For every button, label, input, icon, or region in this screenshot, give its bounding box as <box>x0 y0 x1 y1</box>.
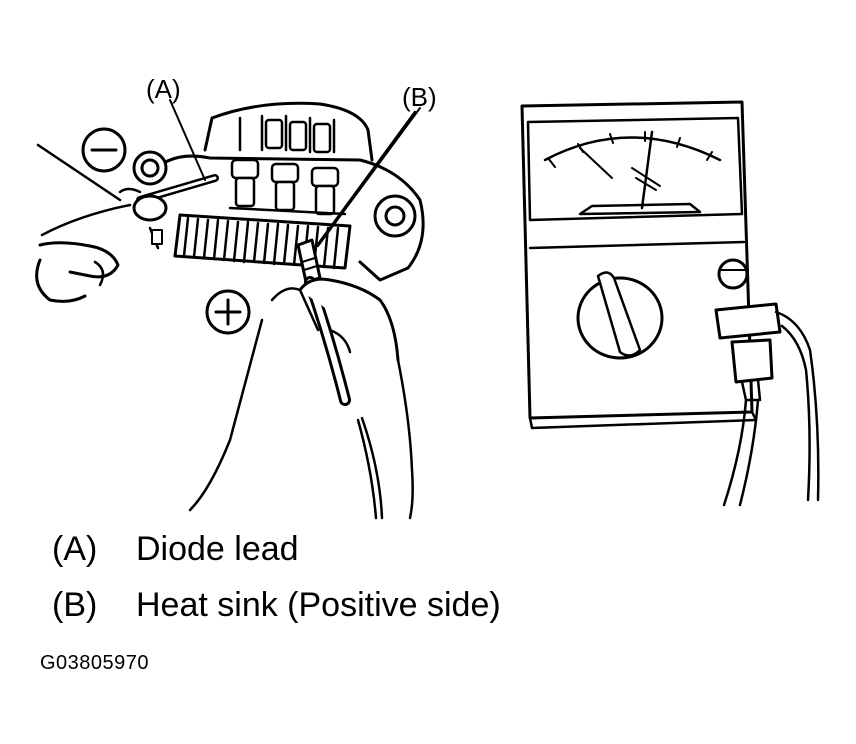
meter-needle <box>640 130 654 210</box>
callout-a-label: (A) <box>146 74 181 104</box>
plus-sign-icon <box>205 289 251 335</box>
minus-sign-icon <box>81 127 127 173</box>
legend-item-heat-sink: (B) Heat sink (Positive side) <box>52 588 501 622</box>
callout-a-leader <box>169 99 206 181</box>
legend-text: Heat sink (Positive side) <box>136 586 501 624</box>
analog-multimeter <box>520 100 820 507</box>
callout-b-label: (B) <box>402 82 437 112</box>
legend-key: (A) <box>52 530 98 568</box>
illustration <box>35 99 820 520</box>
rectifier-assembly <box>132 101 425 282</box>
right-hand-probe <box>188 110 417 520</box>
callout-b-leader <box>317 107 421 247</box>
legend-item-diode-lead: (A) Diode lead <box>52 532 299 566</box>
legend-key: (B) <box>52 586 98 624</box>
legend-text: Diode lead <box>136 530 299 568</box>
figure-id: G03805970 <box>40 652 150 674</box>
left-hand-probe <box>35 143 219 303</box>
